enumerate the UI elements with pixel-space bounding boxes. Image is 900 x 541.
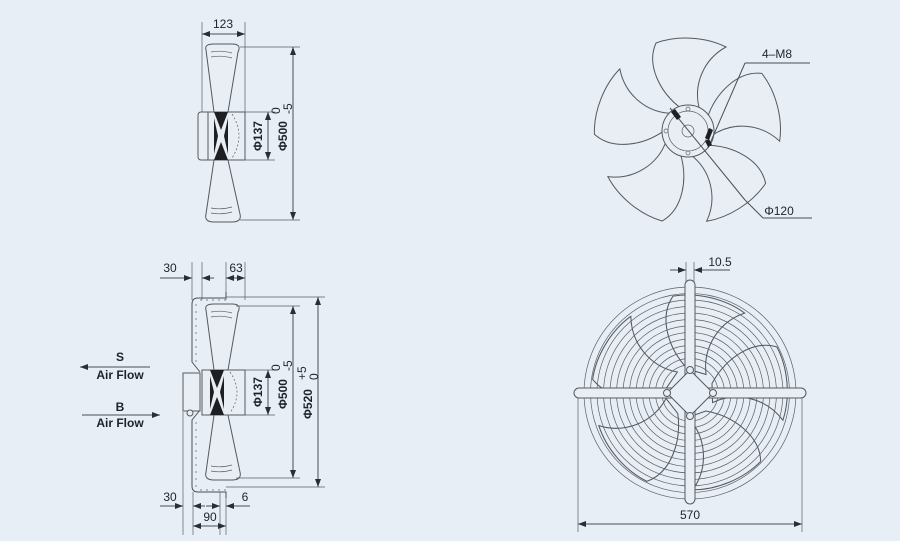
- blade-tol-lower: -5: [281, 103, 295, 114]
- blade-tol-upper: 0: [269, 364, 283, 371]
- blade-tol-upper: 0: [269, 107, 283, 114]
- airflow-legend: S Air Flow B Air Flow: [80, 350, 160, 430]
- top-left-dim-label: 30: [163, 261, 177, 275]
- side-view-top: 123 Φ137 Φ500 0 -5: [197, 17, 300, 223]
- motor-box: [182, 372, 201, 412]
- width-dim-label: 123: [213, 17, 233, 31]
- guard-front-view: 10.5 570: [573, 255, 807, 532]
- blow-label: B: [116, 400, 125, 414]
- blow-airflow-text: Air Flow: [96, 416, 144, 430]
- blade-lower: [205, 159, 241, 223]
- bolt-label: 4–M8: [762, 47, 792, 61]
- suction-label: S: [116, 350, 124, 364]
- bottom-total-dim-label: 90: [203, 510, 217, 524]
- hub-dim-label: Φ137: [251, 121, 265, 151]
- guard-tol-lower: 0: [307, 373, 321, 380]
- blade-upper: [205, 303, 240, 371]
- shaft: [681, 124, 695, 138]
- guard-dim-label: Φ520: [301, 389, 315, 419]
- hub-flange: [661, 104, 715, 158]
- side-view-bottom: 30 63 Φ137 Φ500 0 -5 Φ520 +5 0: [160, 261, 325, 535]
- blade-tol-lower: -5: [281, 360, 295, 371]
- pitch-label: Φ120: [764, 204, 794, 218]
- bottom-right-dim-label: 6: [242, 490, 249, 504]
- blade-dim-label: Φ500: [276, 121, 290, 151]
- top-right-dim-label: 63: [229, 261, 243, 275]
- blade-upper: [205, 43, 240, 113]
- bar-width-label: 10.5: [708, 255, 732, 269]
- overall-width-label: 570: [680, 508, 700, 522]
- hub-dim-label: Φ137: [251, 377, 265, 407]
- impeller-front-view: 4–M8 Φ120: [588, 37, 812, 230]
- guard-tol-upper: +5: [295, 366, 309, 380]
- bottom-left-dim-label: 30: [163, 490, 177, 504]
- blade-dim-label: Φ500: [276, 379, 290, 409]
- suction-airflow-text: Air Flow: [96, 368, 144, 382]
- guard-outline: [191, 292, 227, 498]
- blade-lower: [205, 414, 241, 481]
